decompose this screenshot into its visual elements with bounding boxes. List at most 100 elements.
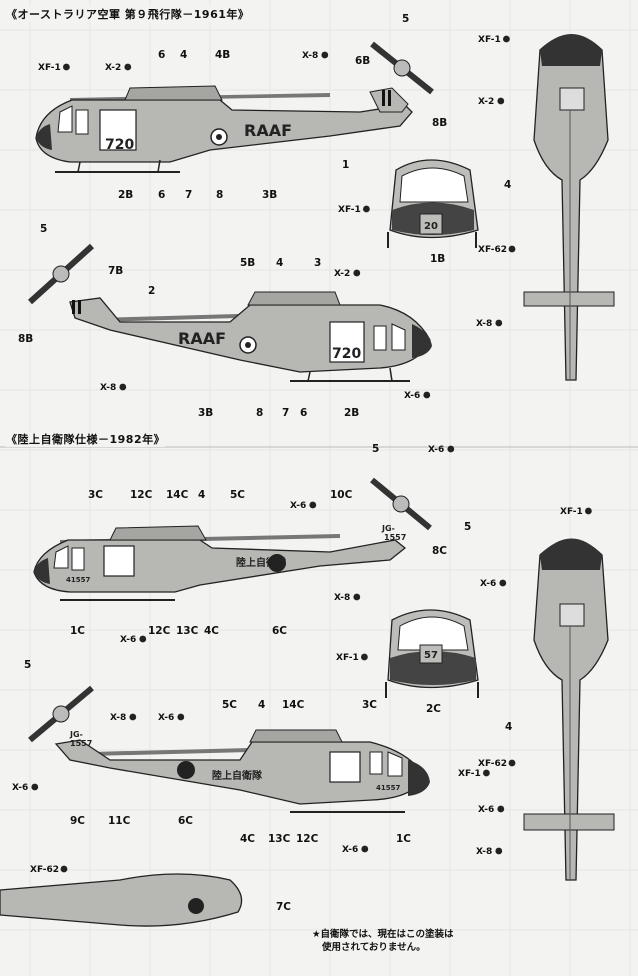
paint-dot-icon <box>353 269 361 277</box>
footnote: ★自衛隊では、現在はこの塗装は 使用されておりません。 <box>312 928 454 954</box>
footnote-line-2: 使用されておりません。 <box>322 942 426 953</box>
paint-dot-icon <box>321 51 329 59</box>
callout-label-jg_top-15: 4C <box>204 625 219 637</box>
callout-label-mid_left-2: 2 <box>148 285 155 297</box>
callout-label-jg_bottom-0: 5 <box>24 659 31 671</box>
callout-label-top_left-4: 4B <box>215 49 230 61</box>
paint-dot-icon <box>495 319 503 327</box>
callout-label-jg_top-17: X-8 <box>334 593 350 603</box>
nose-serial-2: 41557 <box>376 784 400 792</box>
callout-label-jg_bottom-4: 4 <box>258 699 265 711</box>
belly-view <box>0 873 243 927</box>
paint-dot-icon <box>309 501 317 509</box>
paint-dot-icon <box>447 445 455 453</box>
raaf-side-view-left <box>35 41 434 173</box>
callout-label-jg_bottom-11: 4C <box>240 833 255 845</box>
callout-label-top_left-13: 3B <box>262 189 277 201</box>
paint-dot-icon <box>361 845 369 853</box>
nose-number-top: 720 <box>105 137 134 153</box>
raaf-marking-top: RAAF <box>244 121 292 140</box>
callout-label-top_left-2: 6 <box>158 49 165 61</box>
jgsdf-side-view-left <box>33 477 432 601</box>
paint-dot-icon <box>177 713 185 721</box>
callout-label-jg_bottom-6: 3C <box>362 699 377 711</box>
jgsdf-text-2: 陸上自衛隊 <box>212 769 263 782</box>
jgsdf-front-number: 57 <box>424 650 438 661</box>
callout-label-jg_top-11: 1C <box>70 625 85 637</box>
callout-label-jg_bottom-3: 5C <box>222 699 237 711</box>
callout-label-jg_top-1: X-6 <box>428 445 444 455</box>
callout-label-jg_top-16: 6C <box>272 625 287 637</box>
paint-dot-icon <box>129 713 137 721</box>
paint-dot-icon <box>353 593 361 601</box>
tail-code-1: JG- <box>381 524 395 533</box>
paint-dot-icon <box>508 759 516 767</box>
paint-dot-icon <box>508 245 516 253</box>
callout-label-jg_top-9: 5 <box>464 521 471 533</box>
raaf-top-view <box>523 34 615 381</box>
paint-dot-icon <box>119 383 127 391</box>
callout-label-top_left-5: 5 <box>402 13 409 25</box>
paint-dot-icon <box>423 391 431 399</box>
callout-label-front_jg-1: 2C <box>426 703 441 715</box>
callout-label-jg_top-12: X-6 <box>120 635 136 645</box>
callout-label-mid_left-6: 5B <box>240 257 255 269</box>
raaf-front-number: 20 <box>424 221 438 232</box>
paint-dot-icon <box>495 847 503 855</box>
paint-dot-icon <box>124 63 132 71</box>
jgsdf-front-view <box>385 609 479 698</box>
callout-label-mid_left-11: 7 <box>282 407 289 419</box>
callout-label-top_right-0: XF-1 <box>478 35 501 45</box>
callout-label-top_right-1: X-2 <box>478 97 494 107</box>
callout-label-top_left-7: 6B <box>355 55 370 67</box>
callout-label-jg_bottom-1: X-8 <box>110 713 126 723</box>
callout-label-jg_top-0: 5 <box>372 443 379 455</box>
callout-label-jg_bottom-10: 6C <box>178 815 193 827</box>
callout-label-jg_right-2: 4 <box>505 721 512 733</box>
paint-dot-icon <box>60 865 68 873</box>
callout-label-jg_bottom-5: 14C <box>282 699 305 711</box>
callout-label-jg_bottom-15: XF-1 <box>458 769 481 779</box>
paint-dot-icon <box>361 653 368 661</box>
nose-number-mid: 720 <box>332 346 361 362</box>
callout-label-top_left-6: X-8 <box>302 51 318 61</box>
callout-label-jg_right-0: XF-1 <box>560 507 583 517</box>
callout-label-top_left-8: 8B <box>432 117 447 129</box>
callout-label-top_right-2: 4 <box>504 179 511 191</box>
callout-label-mid_left-4: X-8 <box>100 383 116 393</box>
paint-dot-icon <box>363 205 370 213</box>
callout-label-jg_right-5: X-8 <box>476 847 492 857</box>
paint-dot-icon <box>63 63 70 71</box>
callout-label-jg_right-1: X-6 <box>480 579 496 589</box>
paint-dot-icon <box>497 805 505 813</box>
callout-label-mid_left-7: 4 <box>276 257 283 269</box>
callout-label-top_left-14: 1 <box>342 159 349 171</box>
callout-label-top_left-11: 7 <box>185 189 192 201</box>
callout-label-mid_left-9: X-2 <box>334 269 350 279</box>
tail-serial-1: 1557 <box>384 533 406 542</box>
callout-label-top_left-12: 8 <box>216 189 223 201</box>
callout-label-jg_bottom-12: 13C <box>268 833 291 845</box>
callout-label-mid_left-12: 6 <box>300 407 307 419</box>
callout-label-jg_bottom-9: 11C <box>108 815 131 827</box>
callout-label-mid_left-3: 8B <box>18 333 33 345</box>
raaf-front-view <box>387 159 479 248</box>
callout-label-jg_bottom-13: 12C <box>296 833 319 845</box>
callout-label-jg_top-6: 5C <box>230 489 245 501</box>
callout-label-jg_bottom-7: X-6 <box>342 845 358 855</box>
paint-dot-icon <box>503 35 510 43</box>
callout-label-jg_bottom-16: X-6 <box>12 783 28 793</box>
callout-label-top_left-1: X-2 <box>105 63 121 73</box>
raaf-side-view-right <box>27 243 432 382</box>
tail-code-2: JG- <box>69 730 83 739</box>
paint-dot-icon <box>497 97 505 105</box>
callout-label-jg_top-8: 10C <box>330 489 353 501</box>
paint-dot-icon <box>585 507 592 515</box>
callout-label-top_left-3: 4 <box>180 49 187 61</box>
callout-label-jg_top-3: 12C <box>130 489 153 501</box>
callout-label-mid_left-10: 8 <box>256 407 263 419</box>
callout-label-jg_top-14: 13C <box>176 625 199 637</box>
